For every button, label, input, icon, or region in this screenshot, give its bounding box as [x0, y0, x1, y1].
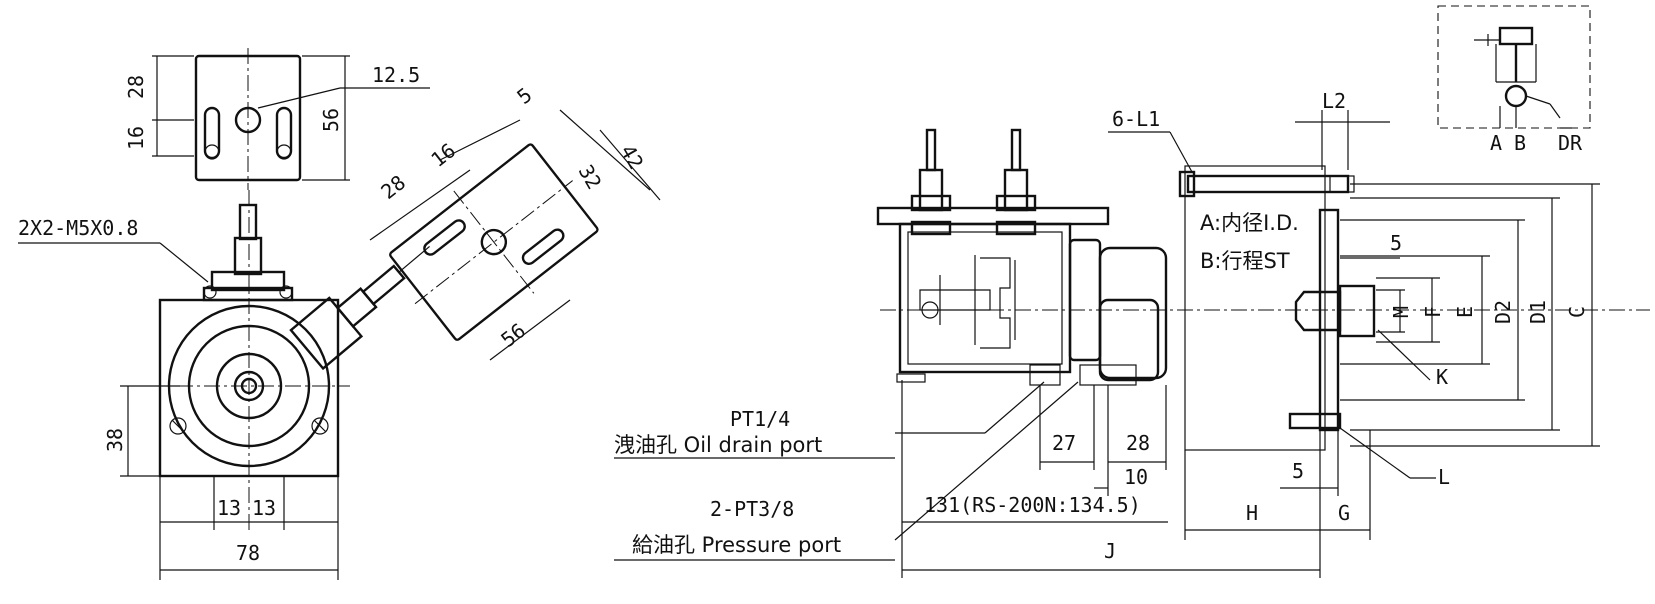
side-view: 27 28 10 131(RS-200N:134.5) J PT1/4 洩油孔 …	[614, 128, 1650, 578]
dim-d1: D1	[1526, 300, 1550, 324]
main-housing	[898, 222, 1072, 374]
dim-e: E	[1453, 306, 1477, 318]
fitting-right-stem	[1010, 128, 1022, 172]
dim-131: 131(RS-200N:134.5)	[924, 493, 1141, 517]
note-stroke: B:行程ST	[1200, 249, 1290, 273]
dim-16: 16	[124, 126, 148, 150]
bolt-left	[169, 417, 187, 435]
dim-56: 56	[319, 108, 343, 132]
dim-12-5: 12.5	[372, 63, 420, 87]
dim-c: C	[1565, 306, 1589, 318]
dim-5-top: 5	[1390, 231, 1402, 255]
plate-slot-left	[203, 106, 221, 160]
flange-view: M F E D2 D1 C L2 5 A:内径I.D. B:行程ST 6-L1 …	[1108, 89, 1600, 578]
dim-27: 27	[1052, 431, 1076, 455]
bracket-outline	[1184, 165, 1326, 451]
pressure-port-label: 給油孔 Pressure port	[632, 533, 841, 557]
dim-h: H	[1246, 501, 1258, 525]
nut	[210, 270, 286, 292]
rotated-plate-view: 5 28 16 42 32 56	[369, 83, 661, 361]
dim-g: G	[1338, 501, 1350, 525]
dim-d2: D2	[1491, 300, 1515, 324]
rod-tip	[1294, 290, 1342, 332]
inset-frame	[1437, 5, 1591, 129]
rot-dim-16: 16	[426, 138, 460, 172]
plate-hole-left	[204, 144, 220, 160]
bolt-right	[311, 417, 329, 435]
tie-bolt-bottom	[1288, 412, 1342, 430]
rot-dim-42: 42	[616, 141, 649, 174]
tie-bolt-top	[1186, 174, 1350, 194]
hydraulic-symbol-inset: A B DR	[1437, 5, 1591, 155]
plate-hole-right	[276, 144, 292, 160]
dim-f: F	[1421, 306, 1445, 318]
screw-spec: 2X2-M5X0.8	[18, 216, 138, 240]
inset-label-a: A	[1490, 131, 1502, 155]
dim-28-side: 28	[1126, 431, 1150, 455]
dim-28: 28	[124, 75, 148, 99]
inset-label-b: B	[1514, 131, 1526, 155]
dim-78: 78	[236, 541, 260, 565]
oil-drain-port-label: 洩油孔 Oil drain port	[614, 433, 822, 457]
pt38-label: 2-PT3/8	[710, 497, 794, 521]
rot-dim-28: 28	[376, 170, 410, 204]
stem-body	[233, 236, 263, 276]
inset-label-dr: DR	[1558, 131, 1583, 155]
rear-housing	[1098, 246, 1168, 380]
label-l: L	[1438, 465, 1450, 489]
dim-13-right: 13	[252, 496, 276, 520]
note-inner-diameter: A:内径I.D.	[1200, 211, 1299, 235]
dim-10: 10	[1124, 465, 1148, 489]
dim-j: J	[1104, 539, 1116, 563]
plate-center-hole	[234, 106, 262, 134]
rod-end	[1338, 284, 1376, 338]
rot-dim-56: 56	[496, 318, 530, 352]
dim-m: M	[1389, 306, 1413, 318]
dim-5-bottom: 5	[1292, 459, 1304, 483]
dim-l2: L2	[1322, 89, 1346, 113]
flange-plate	[1318, 208, 1340, 432]
stem-top	[238, 203, 258, 241]
rot-dim-32: 32	[574, 161, 607, 194]
dim-13-left: 13	[217, 496, 241, 520]
fitting-left-stem	[925, 128, 937, 172]
dim-6-l1: 6-L1	[1112, 107, 1160, 131]
pt14-label: PT1/4	[730, 407, 790, 431]
front-view: 28 16 56 12.5 2X2-M5X0.8	[18, 48, 430, 580]
rot-dim-5: 5	[512, 83, 536, 109]
label-k: K	[1436, 365, 1448, 389]
plate-slot-right	[275, 106, 293, 160]
dim-38: 38	[103, 428, 127, 452]
